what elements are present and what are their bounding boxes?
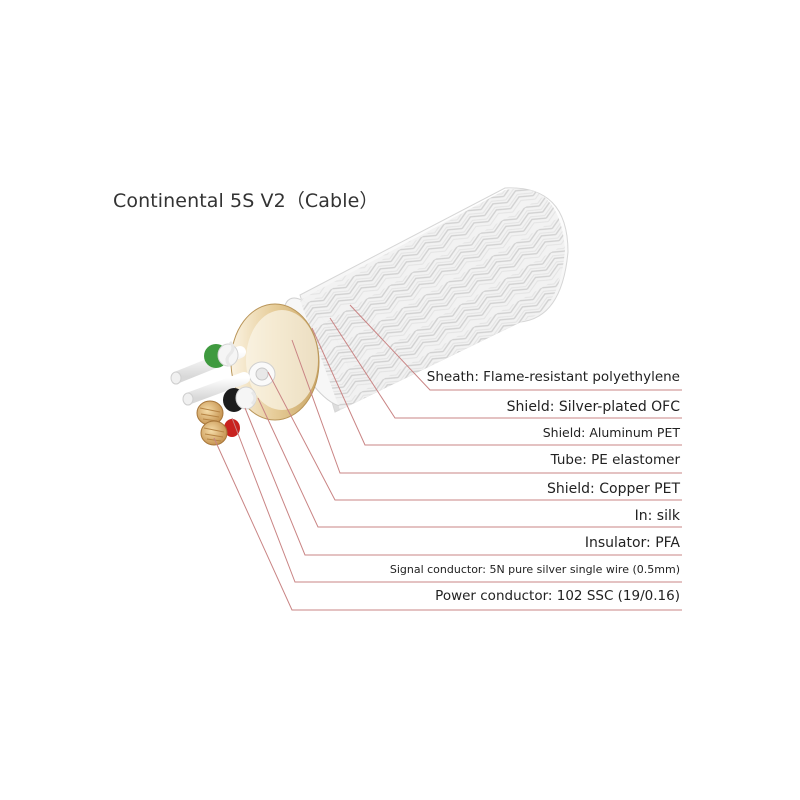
label-insulator: Insulator: PFA (584, 535, 680, 551)
label-signal-conductor: Signal conductor: 5N pure silver single … (389, 563, 680, 576)
power-conductor-lower (200, 419, 240, 446)
leader-insulator (244, 407, 682, 556)
leader-power (213, 437, 682, 611)
leader-shield-copper (267, 371, 682, 501)
label-tube: Tube: PE elastomer (550, 452, 680, 468)
leader-signal (231, 417, 682, 583)
leader-lines (213, 304, 682, 611)
label-power-conductor: Power conductor: 102 SSC (19/0.16) (435, 588, 680, 604)
leader-shield-silver (329, 317, 682, 419)
label-shield-silver: Shield: Silver-plated OFC (506, 399, 680, 415)
power-conductor-upper (196, 400, 224, 426)
label-shield-aluminum: Shield: Aluminum PET (542, 425, 680, 440)
leader-in-silk (257, 397, 682, 528)
silk-fill (225, 340, 257, 406)
pe-tube (248, 361, 276, 387)
label-in-silk: In: silk (634, 508, 680, 524)
label-sheath: Sheath: Flame-resistant polyethylene (426, 369, 680, 385)
silver-braid-shield (300, 188, 565, 410)
leader-tube (291, 339, 682, 474)
leader-shield-aluminum (311, 327, 682, 446)
leader-sheath (349, 304, 682, 391)
diagram-title: Continental 5S V2（Cable） (113, 190, 379, 212)
label-shield-copper: Shield: Copper PET (547, 481, 680, 497)
signal-wire-lower (182, 372, 257, 412)
